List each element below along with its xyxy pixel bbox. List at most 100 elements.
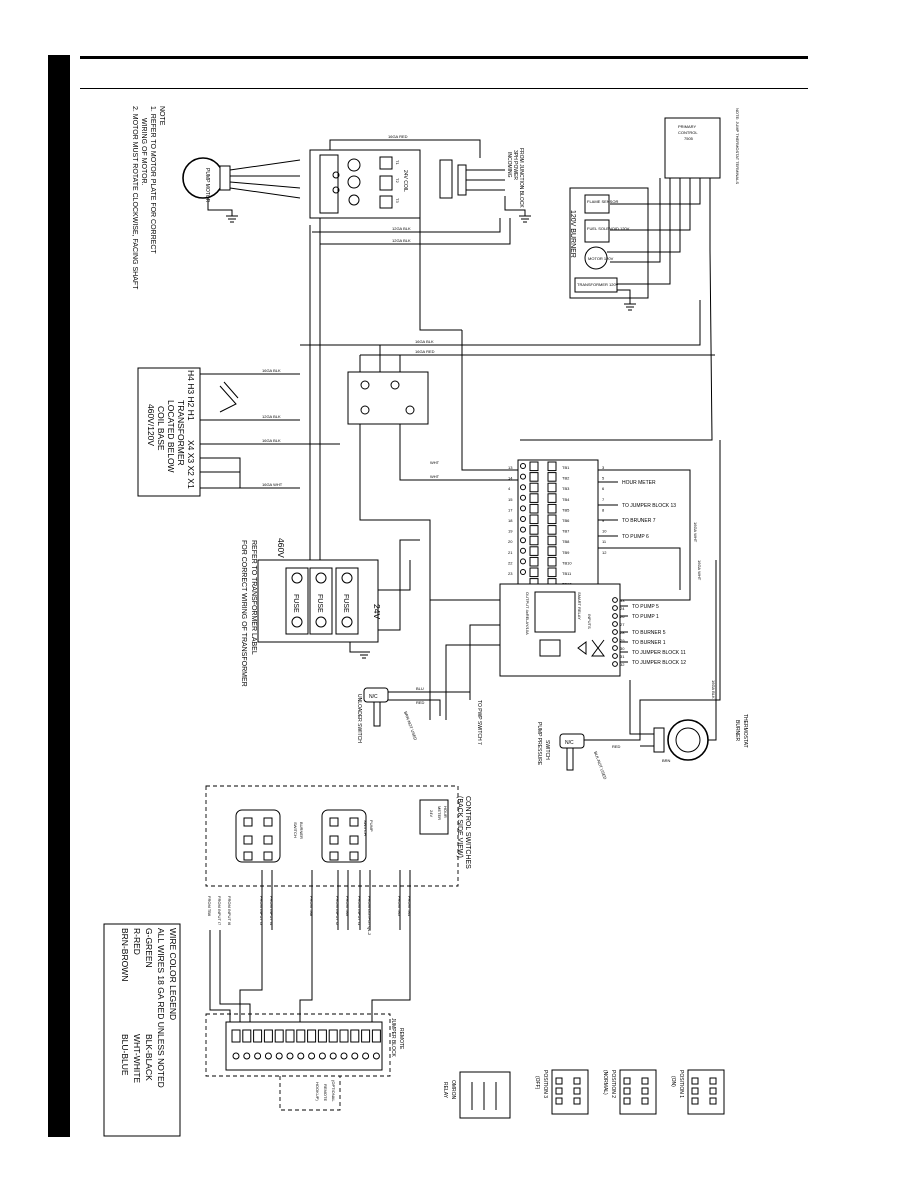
- terminal-left-number: 20: [508, 539, 513, 544]
- terminal-label: TB10: [562, 560, 572, 565]
- position3-label: POSITION 3: [542, 1070, 548, 1098]
- terminal-slot: [547, 546, 557, 556]
- fuse-refer-line2: FOR CORRECT WIRING OF TRANSFORMER: [240, 540, 247, 687]
- switch-terminal: [243, 835, 253, 845]
- position-contact: [573, 1097, 581, 1105]
- switch-terminal: [263, 851, 273, 861]
- transformer-x-terms: X4 X3 X2 X1: [186, 440, 196, 489]
- jumper-screw: [318, 1052, 326, 1060]
- dest-pump6: TO PUMP 6: [622, 534, 649, 540]
- relay-pin: [612, 645, 618, 651]
- position2-label: POSITION 2: [610, 1070, 616, 1098]
- unloader-switch: N/C BLU RED UNLOADER SWITCH BRN-NOT USED…: [356, 686, 482, 745]
- dest-burner5: TO BURNER 5: [632, 630, 666, 636]
- transformer-line1: TRANSFORMER: [176, 400, 186, 466]
- terminal-left-post: [520, 537, 526, 544]
- terminal-slot: [547, 503, 557, 514]
- wire-color-legend: WIRE COLOR LEGEND ALL WIRES 18 GA RED UN…: [103, 923, 181, 1137]
- position-contact: [641, 1097, 649, 1105]
- jumper-screw: [351, 1052, 359, 1060]
- coil-base-box: [347, 371, 429, 425]
- wire-label-m: WHT: [430, 474, 440, 479]
- from-label: FROM OUTPUT Q1-2: [367, 896, 372, 936]
- from-label: FROM INPUT I7: [217, 896, 222, 926]
- pump-switch-body: [321, 809, 367, 863]
- position-contact: [709, 1087, 717, 1095]
- flame-sensor-box: [584, 194, 610, 214]
- unloader-label: UNLOADER SWITCH: [356, 694, 362, 743]
- wire-label-t: RED: [612, 744, 621, 749]
- control-switches: CONTROL SWITCHES (BACK SIDE VIEW) HOUR M…: [205, 785, 471, 936]
- jumper-optional2: REMOTE: [323, 1084, 328, 1101]
- terminal-left-number: 19: [508, 529, 513, 534]
- burner-transformer-label: TRANSFORMER 120V: [577, 282, 619, 287]
- position-contact: [623, 1097, 631, 1105]
- terminal-screw: [529, 493, 539, 503]
- jumper-screw: [340, 1052, 348, 1060]
- terminal-left-post: [520, 558, 526, 565]
- control-switches-title1: CONTROL SWITCHES: [464, 796, 471, 869]
- terminal-left-post: [520, 473, 526, 480]
- wire-label-g: 16GA BLK: [262, 438, 281, 443]
- wire-label-v: 16GA WHT: [697, 560, 702, 581]
- position-contact: [555, 1097, 563, 1105]
- jumper-optional1: (OPTIONAL: [331, 1080, 336, 1102]
- wire-label-a: 16GA RED: [388, 134, 408, 139]
- fuel-solenoid-label: FUEL SOLENOID 120V: [587, 226, 630, 231]
- thermostat-line1: BURNER: [734, 720, 740, 742]
- pressure-nc: N/C: [565, 740, 574, 746]
- control-switches-title2: (BACK SIDE VIEW): [456, 796, 463, 858]
- note-block: NOTE 1. REFER TO MOTOR PLATE FOR CORRECT…: [131, 106, 165, 290]
- note-line1: 1. REFER TO MOTOR PLATE FOR CORRECT: [149, 106, 156, 254]
- terminal-right-number: 5: [602, 476, 605, 481]
- switch-terminal: [329, 851, 339, 861]
- thermostat-circle: [667, 719, 709, 761]
- burner-title: 120V BURNER: [569, 210, 576, 258]
- relay-pin-number: 29: [620, 638, 625, 643]
- jumper-terminal: [231, 1029, 241, 1043]
- relay-pin: [612, 661, 618, 667]
- burner-switch-body: [235, 809, 281, 863]
- contactor-body: [309, 149, 421, 219]
- relay-pin-number: 32: [620, 662, 625, 667]
- relay-pin-number: 31: [620, 654, 625, 659]
- dest-jumper12: TO JUMPER BLOCK 12: [632, 660, 686, 666]
- switch-terminal: [243, 817, 253, 827]
- unloader-not-used: BRN-NOT USED: [403, 711, 418, 741]
- smart-relay-display: [534, 591, 576, 633]
- dest-hour-meter: HOUR METER: [622, 480, 656, 486]
- terminal-label: TB7: [562, 529, 570, 534]
- terminal-right-number: 6: [602, 486, 605, 491]
- primary-control-l3: 7505: [684, 136, 694, 141]
- switch-positions: POSITION 1 (ON) POSITION 2 (NORMAL) POSI…: [442, 1069, 725, 1119]
- from-label: FROM TB4: [407, 896, 412, 917]
- terminal-left-number: 18: [508, 518, 513, 523]
- jumper-optional3: HOOKUP): [315, 1082, 320, 1101]
- terminal-left-post: [520, 463, 526, 469]
- dest-burner7: TO BRUNER 7: [622, 518, 656, 524]
- position-contact: [641, 1077, 649, 1085]
- smart-relay-body: [499, 583, 621, 677]
- relay-pin-number: 24: [620, 606, 625, 611]
- from-label: FROM INPUT I1: [357, 896, 362, 926]
- from-label: FROM INPUT I3: [259, 896, 264, 926]
- pump-motor-label: PUMP MOTOR: [204, 168, 210, 203]
- jumper-screw: [243, 1052, 251, 1060]
- jumper-terminal: [328, 1029, 338, 1043]
- omron-relay-l1: OMRON: [450, 1080, 456, 1100]
- wire-label-u: 16GA BLK: [711, 680, 716, 699]
- position-contact: [691, 1077, 699, 1085]
- position1-box: [687, 1069, 725, 1115]
- smart-relay-title: SMART RELAY: [577, 592, 582, 620]
- wire-label-l: WHT: [430, 460, 440, 465]
- terminal-right-number: 8: [602, 507, 605, 512]
- jumper-title2: JUMPER BLOCK: [390, 1018, 396, 1058]
- legend-line1: ALL WIRES 18 GA RED UNLESS NOTED: [156, 928, 166, 1088]
- terminal-screw: [529, 503, 539, 514]
- pump-motor-circle: [182, 157, 224, 199]
- jumper-block-body: [225, 1021, 383, 1071]
- terminal-left-number: 22: [508, 560, 513, 565]
- omron-relay-box: [459, 1071, 511, 1119]
- relay-pin: [612, 613, 618, 619]
